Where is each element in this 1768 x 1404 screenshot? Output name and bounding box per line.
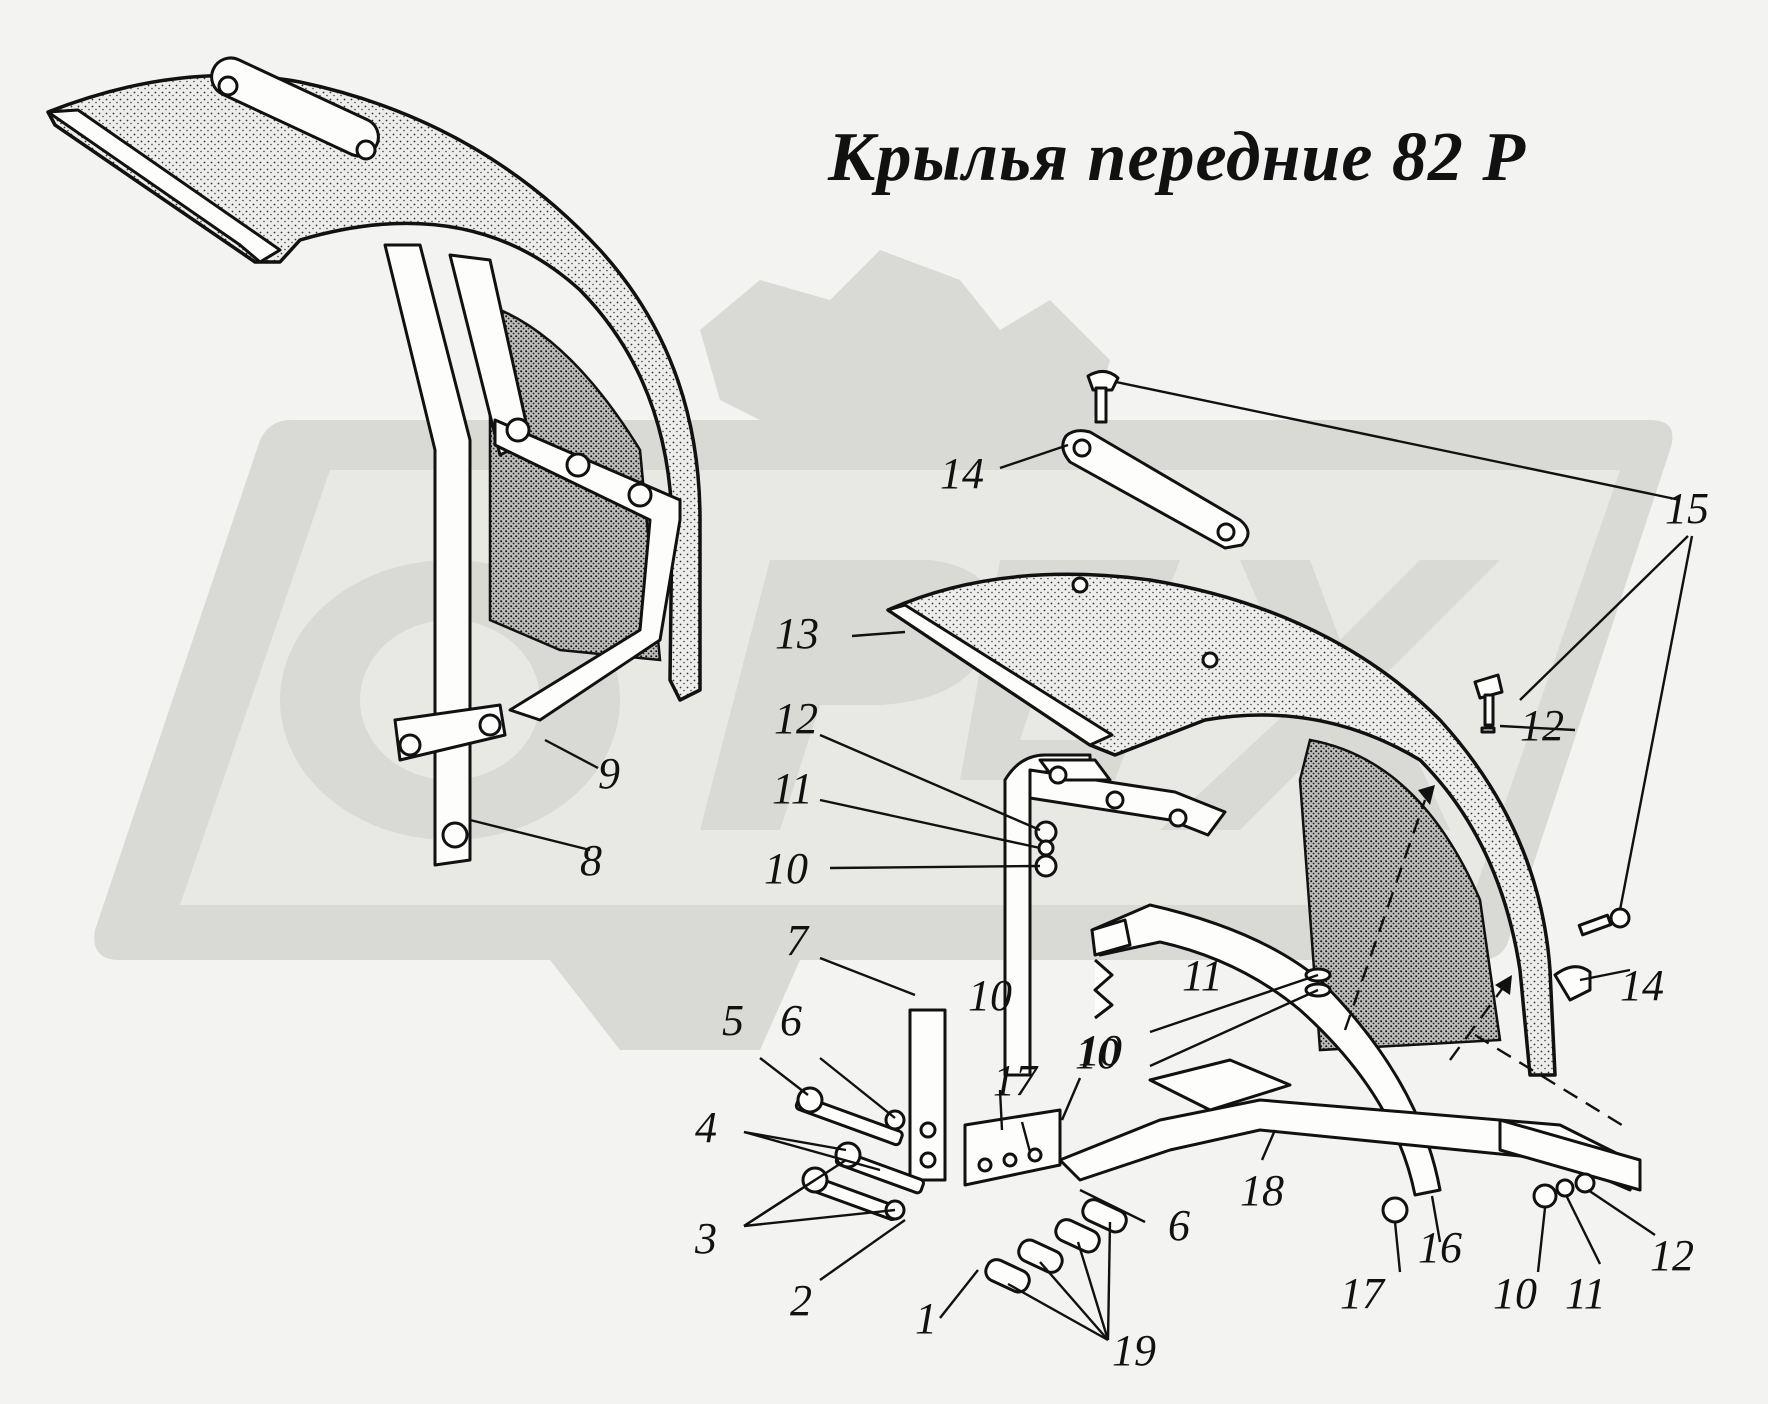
callout-label: 17 <box>993 1056 1039 1105</box>
step-pad <box>1148 1058 1292 1112</box>
callout-label: 14 <box>1620 961 1664 1010</box>
left-fender-assembly <box>46 56 702 867</box>
left-slot-plate <box>210 56 380 158</box>
callout-labels: 1 2 3 4 5 6 6 7 8 9 10 10 10 10 10 11 11… <box>580 449 1709 1375</box>
left-support-tube <box>383 243 472 867</box>
callout-label: 8 <box>580 836 602 885</box>
callout-label: 3 <box>694 1214 717 1263</box>
callout-label: 5 <box>722 996 744 1045</box>
callout-label: 14 <box>940 449 984 498</box>
callout-label: 15 <box>1665 484 1709 533</box>
callout-label: 12 <box>774 694 818 743</box>
callout-label: 16 <box>1418 1223 1462 1272</box>
callout-label: 10 <box>1493 1269 1537 1318</box>
strap-14-top <box>1061 429 1250 550</box>
callout-label: 17 <box>1340 1269 1386 1318</box>
callout-label: 19 <box>1112 1326 1156 1375</box>
callout-label: 2 <box>790 1276 812 1325</box>
callout-label: 11 <box>1182 951 1223 1000</box>
bracket-2 <box>908 1008 947 1182</box>
callout-label: 10 <box>1075 1029 1119 1078</box>
callout-label: 12 <box>1650 1231 1694 1280</box>
right-fender-assembly <box>794 370 1642 1294</box>
callout-label: 11 <box>772 764 813 813</box>
callout-label: 7 <box>786 916 810 965</box>
callout-label: 4 <box>695 1103 717 1152</box>
callout-label: 9 <box>598 749 620 798</box>
bracket-1 <box>963 1108 1062 1187</box>
callout-label: 11 <box>1565 1269 1606 1318</box>
callout-label: 18 <box>1240 1166 1284 1215</box>
callout-label: 6 <box>1168 1201 1190 1250</box>
left-fender-shell <box>46 73 702 702</box>
callout-label: 12 <box>1520 701 1564 750</box>
callout-label: 1 <box>915 1294 937 1343</box>
callout-label: 10 <box>968 971 1012 1020</box>
callout-label: 10 <box>1078 1026 1122 1075</box>
callout-label: 13 <box>775 609 819 658</box>
page-title: Крылья передние 82 Р <box>828 119 1527 196</box>
callout-label: 6 <box>780 996 802 1045</box>
bolt-15-top <box>1086 370 1120 392</box>
callout-label: 10 <box>764 844 808 893</box>
step-frame-18 <box>1058 1098 1642 1192</box>
leader-lines <box>469 380 1694 1342</box>
